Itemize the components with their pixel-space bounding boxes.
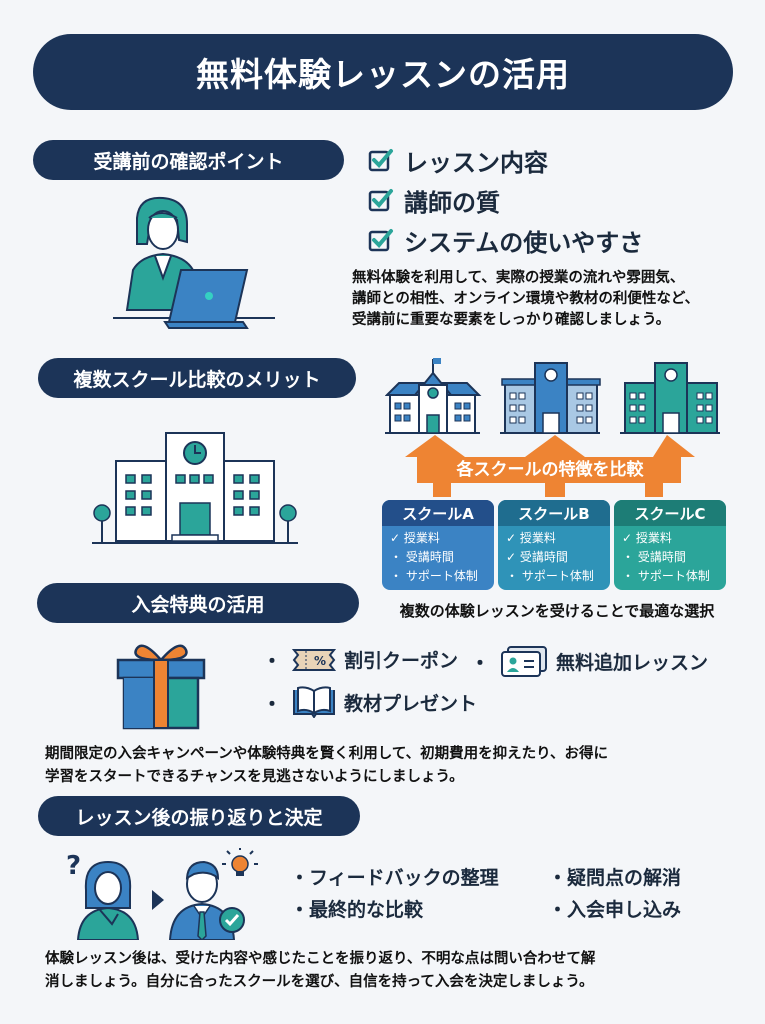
school-b-building-icon: [500, 362, 601, 434]
school-card-a: スクールA ✓ 授業料 ・ 受講時間 ・ サポート体制: [382, 500, 494, 590]
review-step: ・最終的な比較: [290, 899, 424, 921]
svg-text:%: %: [314, 654, 326, 668]
review-step: ・疑問点の解消: [548, 867, 682, 889]
compare-arrow: 各スクールの特徴を比較: [405, 435, 695, 497]
school-feature: ・ サポート体制: [622, 569, 710, 583]
open-book-icon: [293, 686, 335, 718]
review-step: ・入会申し込み: [548, 899, 682, 921]
question-mark-icon: ?: [66, 851, 81, 881]
next-arrow-icon: [152, 890, 164, 910]
discount-coupon-icon: %: [292, 648, 336, 671]
precheck-description: 無料体験を利用して、実際の授業の流れや雰囲気、 講師との相性、オンライン環境や教…: [352, 270, 700, 328]
school-feature: ✓ 受講時間: [506, 550, 568, 564]
benefit-item: ・ 無料追加レッスン: [470, 645, 708, 677]
school-card-b: スクールB ✓ 授業料 ✓ 受講時間 ・ サポート体制: [498, 500, 610, 590]
school-feature: ✓ 授業料: [390, 531, 440, 545]
section-heading-precheck: 受講前の確認ポイント: [33, 140, 344, 180]
section-heading-review: レッスン後の振り返りと決定: [38, 796, 360, 836]
school-building-icon: [90, 425, 300, 545]
checkbox-checked-icon: [368, 149, 393, 172]
school-feature: ・ サポート体制: [390, 569, 478, 583]
compare-caption: 複数の体験レッスンを受けることで最適な選択: [399, 602, 715, 620]
compare-arrow-label: 各スクールの特徴を比較: [456, 460, 644, 480]
school-feature: ✓ 授業料: [622, 531, 672, 545]
gift-box-icon: [112, 638, 210, 730]
checklist-item: 講師の質: [368, 180, 643, 220]
school-card-c: スクールC ✓ 授業料 ・ 受講時間 ・ サポート体制: [614, 500, 726, 590]
lightbulb-icon: [222, 846, 258, 876]
school-feature: ・ 受講時間: [390, 550, 454, 564]
school-a-building-icon: [384, 358, 482, 434]
school-feature: ✓ 授業料: [506, 531, 556, 545]
review-description: 体験レッスン後は、受けた内容や感じたことを振り返り、不明な点は問い合わせて解 消…: [45, 951, 596, 990]
school-feature: ・ 受講時間: [622, 550, 686, 564]
review-illustration: ?: [62, 846, 262, 942]
checkbox-checked-icon: [368, 189, 393, 212]
page-title: 無料体験レッスンの活用: [33, 34, 733, 110]
school-c-building-icon: [620, 362, 720, 434]
section-heading-compare: 複数スクール比較のメリット: [38, 358, 356, 398]
checklist-item: レッスン内容: [368, 140, 643, 180]
review-steps: ・フィードバックの整理 ・疑問点の解消 ・最終的な比較 ・入会申し込み: [290, 862, 681, 926]
checkbox-checked-icon: [368, 229, 393, 252]
lesson-ticket-icon: [501, 646, 547, 677]
benefit-item: ・ % 割引クーポン: [262, 648, 459, 673]
section-heading-benefits: 入会特典の活用: [37, 583, 359, 623]
benefit-item: ・ 教材プレゼント: [262, 686, 477, 718]
benefits-description: 期間限定の入会キャンペーンや体験特典を賢く利用して、初期費用を抑えたり、お得に …: [45, 746, 609, 785]
school-comparison-buildings: [384, 355, 725, 435]
questioning-woman-icon: [76, 860, 140, 941]
precheck-checklist: レッスン内容 講師の質 システムの使いやすさ: [368, 140, 643, 260]
woman-at-laptop-icon: [95, 190, 303, 340]
school-feature: ・ サポート体制: [506, 569, 594, 583]
checklist-item: システムの使いやすさ: [368, 220, 643, 260]
decided-man-icon: [168, 860, 245, 942]
review-step: ・フィードバックの整理: [290, 867, 499, 889]
